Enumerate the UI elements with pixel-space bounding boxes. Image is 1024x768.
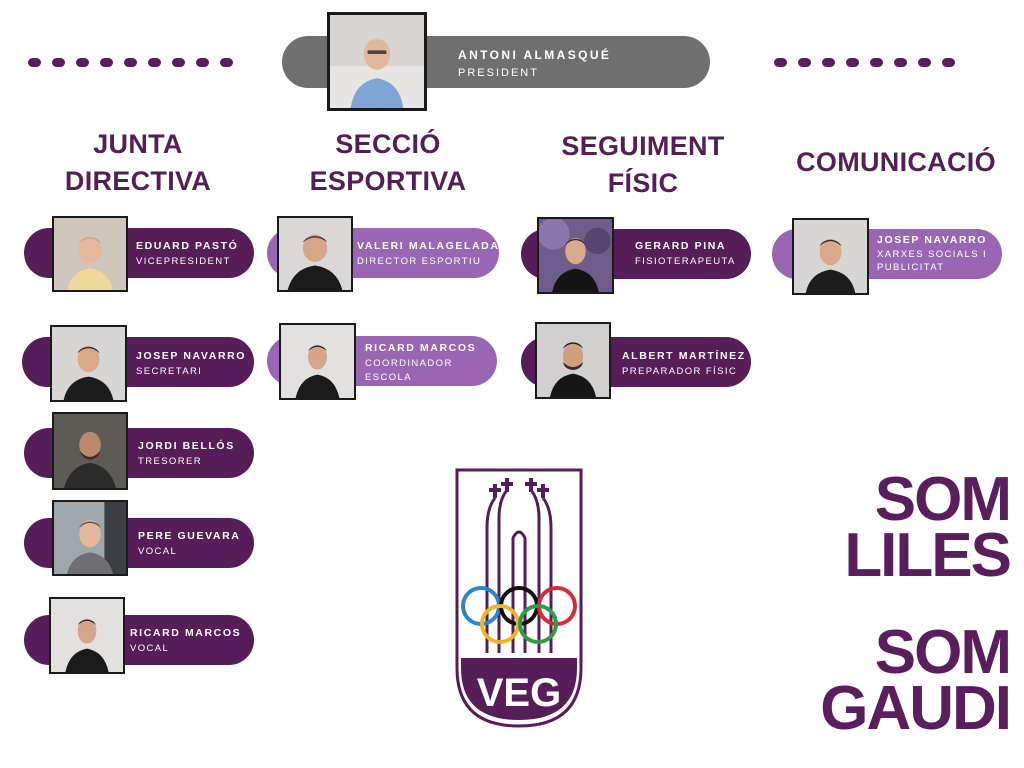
title-line: JUNTA (93, 129, 183, 159)
column-title-seguiment: SEGUIMENT FÍSIC (548, 128, 738, 202)
member-role: ESCOLA (365, 372, 412, 383)
title-line: SECCIÓ (335, 129, 441, 159)
president-photo (327, 12, 427, 111)
member-photo (52, 500, 128, 576)
member-role: PREPARADOR FÍSIC (622, 366, 738, 377)
slogan-line: SOM (874, 465, 1012, 534)
member-name: JORDI BELLÓS (138, 440, 235, 452)
member-name: RICARD MARCOS (365, 342, 477, 354)
member-name: JOSEP NAVARRO (877, 234, 988, 246)
slogan-som-liles: SOM LILES (840, 465, 1012, 590)
logo-text: VEG (477, 671, 561, 715)
member-photo (535, 322, 611, 399)
member-photo (49, 597, 125, 674)
president-role: PRESIDENT (458, 67, 539, 79)
member-photo (52, 412, 128, 490)
member-role: FISIOTERAPEUTA (635, 256, 736, 267)
member-role: TRESORER (138, 456, 202, 467)
member-photo (52, 216, 128, 292)
member-role: COORDINADOR (365, 358, 453, 369)
column-title-junta: JUNTA DIRECTIVA (58, 126, 218, 200)
member-photo (50, 325, 127, 402)
title-line: SEGUIMENT (561, 131, 725, 161)
member-name: JOSEP NAVARRO (136, 350, 247, 362)
veg-logo: VEG (455, 468, 583, 728)
member-name: RICARD MARCOS (130, 627, 242, 639)
column-title-seccio: SECCIÓ ESPORTIVA (308, 126, 468, 200)
member-role: VOCAL (138, 546, 178, 557)
member-photo (279, 323, 356, 400)
member-role: VOCAL (130, 643, 170, 654)
dotted-line-left (28, 58, 233, 67)
slogan-line: GAUDI (820, 674, 1012, 743)
slogan-line: SOM (874, 618, 1012, 687)
title-line: COMUNICACIÓ (796, 147, 996, 177)
dotted-line-right (774, 58, 955, 67)
member-role: XARXES SOCIALS I (877, 249, 988, 260)
title-line: DIRECTIVA (64, 166, 212, 196)
member-role: SECRETARI (136, 366, 203, 377)
column-title-comunicacio: COMUNICACIÓ (785, 144, 1007, 181)
slogan-line: LILES (844, 521, 1012, 590)
member-name: PERE GUEVARA (138, 530, 241, 542)
member-photo (537, 217, 614, 294)
member-name: EDUARD PASTÓ (136, 240, 239, 252)
member-role: VICEPRESIDENT (136, 256, 231, 267)
member-photo (277, 216, 353, 292)
president-name: ANTONI ALMASQUÉ (458, 48, 612, 62)
slogan-som-gaudi: SOM GAUDI (800, 618, 1012, 743)
title-line: FÍSIC (607, 168, 679, 198)
title-line: ESPORTIVA (309, 166, 467, 196)
member-photo (792, 218, 869, 295)
member-name: GERARD PINA (635, 240, 727, 252)
member-role: PUBLICITAT (877, 262, 945, 273)
member-name: ALBERT MARTÍNEZ (622, 350, 746, 362)
member-name: VALERI MALAGELADA (357, 240, 500, 252)
member-role: DIRECTOR ESPORTIU (357, 256, 482, 267)
